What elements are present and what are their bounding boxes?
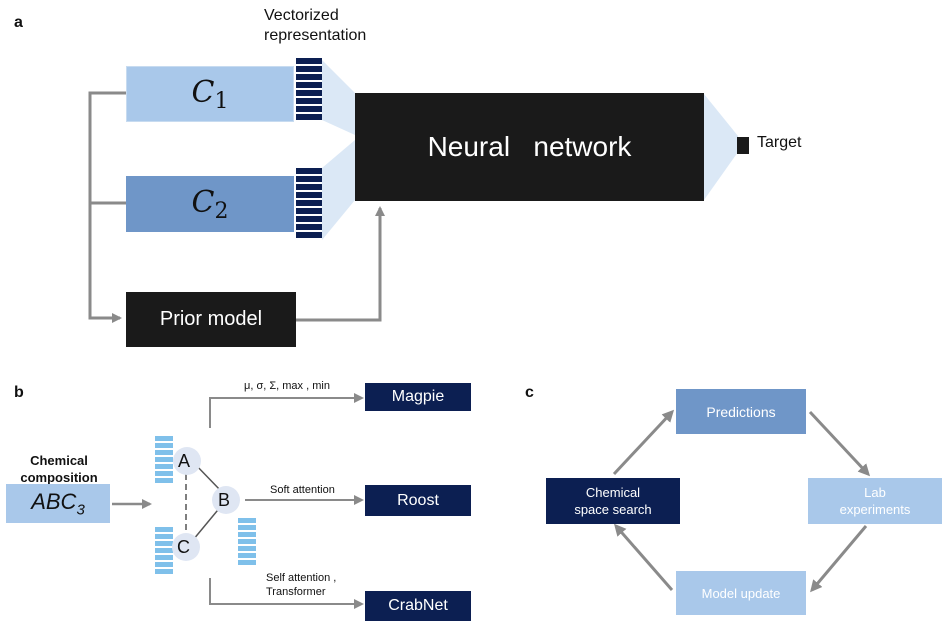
vectorized-representation-label: Vectorized representation [264, 7, 367, 44]
vecB-cell [238, 539, 256, 544]
vecA-cell [155, 457, 173, 462]
vec1-cell [296, 66, 322, 72]
model-update-label: Model update [701, 585, 781, 601]
crabnet-edge-label: Self attention , Transformer [266, 572, 337, 598]
vecC-cell [155, 555, 173, 560]
vecB-cell [238, 525, 256, 530]
vecC-cell [155, 534, 173, 539]
vecA-cell [155, 443, 173, 448]
vec1-cell [296, 74, 322, 80]
lab-experiments-label: Lab experiments [839, 485, 911, 517]
update-to-search-arrow [614, 523, 674, 591]
lab-to-update-arrow [810, 525, 868, 593]
fan-c1 [322, 60, 355, 135]
c1-letter: C [191, 74, 215, 110]
vecC-cell [155, 569, 173, 574]
roost-label: Roost [397, 491, 439, 509]
vecC-cell [155, 527, 173, 532]
magpie-label: Magpie [391, 388, 445, 405]
vec2-cell [296, 176, 322, 182]
predictions-to-lab-arrow [808, 410, 871, 477]
predictions-label: Predictions [706, 403, 776, 420]
vecB-cell [238, 553, 256, 558]
node-a [173, 447, 201, 475]
target-square [737, 137, 749, 154]
predictions-box: Predictions [676, 389, 806, 434]
vec2-cell [296, 192, 322, 198]
c2-sub: 2 [214, 198, 229, 224]
vec2-cell [296, 200, 322, 206]
target-label: Target [757, 134, 802, 151]
chemical-composition-label: Chemical composition [20, 453, 98, 485]
vecB-cell [238, 518, 256, 523]
vecC-cell [155, 562, 173, 567]
vec2-cell [296, 184, 322, 190]
search-to-predictions-arrow [612, 409, 675, 476]
vecA-cell [155, 436, 173, 441]
panel-b-label: b [14, 384, 24, 401]
panel-c-label: c [525, 384, 534, 401]
vec2-cell [296, 224, 322, 230]
neural-network-label: Neural network [427, 131, 632, 162]
prior-model-box: Prior model [126, 292, 296, 347]
node-a-label: A [178, 451, 191, 471]
vecA-cell [155, 478, 173, 483]
magpie-box: Magpie [365, 383, 471, 411]
vecA-cell [155, 450, 173, 455]
chemical-space-search-box: Chemical space search [546, 478, 680, 524]
c1-box: C1 [126, 66, 294, 122]
crabnet-label: CrabNet [388, 597, 448, 614]
chemical-space-search-label: Chemical space search [574, 485, 652, 517]
vec2-cell [296, 208, 322, 214]
panel-a-label: a [14, 14, 23, 31]
node-c [172, 533, 200, 561]
vecA-cell [155, 464, 173, 469]
node-c-label: C [177, 537, 190, 557]
vecB-cell [238, 560, 256, 565]
roost-box: Roost [365, 485, 471, 516]
c2-box: C2 [126, 176, 294, 232]
vecA-cell [155, 471, 173, 476]
fan-target [704, 94, 738, 200]
trunk-line [88, 91, 126, 323]
prior-to-nn-arrow [296, 206, 385, 322]
to-magpie-arrow [209, 393, 364, 428]
to-crabnet-arrow [209, 578, 364, 609]
formula-base: ABC [31, 488, 77, 514]
vec2-cell [296, 216, 322, 222]
roost-edge-label: Soft attention [270, 484, 335, 496]
vec1-cell [296, 82, 322, 88]
vec1-cell [296, 58, 322, 64]
neural-network-box: Neural network [355, 93, 704, 201]
prior-model-label: Prior model [159, 308, 263, 330]
vec1-cell [296, 114, 322, 120]
magpie-edge-label: μ, σ, Σ, max , min [244, 380, 330, 392]
vec2-cell [296, 232, 322, 238]
c1-sub: 1 [214, 88, 229, 114]
model-update-box: Model update [676, 571, 806, 615]
vecB-cell [238, 546, 256, 551]
vecB-cell [238, 532, 256, 537]
formula-box: ABC3 [6, 484, 110, 523]
vec1-cell [296, 106, 322, 112]
vec1-cell [296, 90, 322, 96]
node-b [212, 486, 240, 514]
vec1-cell [296, 98, 322, 104]
fan-c2 [322, 140, 355, 240]
vec2-cell [296, 168, 322, 174]
vecC-cell [155, 541, 173, 546]
formula-sub: 3 [76, 501, 85, 519]
vecC-cell [155, 548, 173, 553]
crabnet-box: CrabNet [365, 591, 471, 621]
node-b-label: B [218, 490, 231, 510]
lab-experiments-box: Lab experiments [808, 478, 942, 524]
c2-letter: C [191, 184, 215, 220]
